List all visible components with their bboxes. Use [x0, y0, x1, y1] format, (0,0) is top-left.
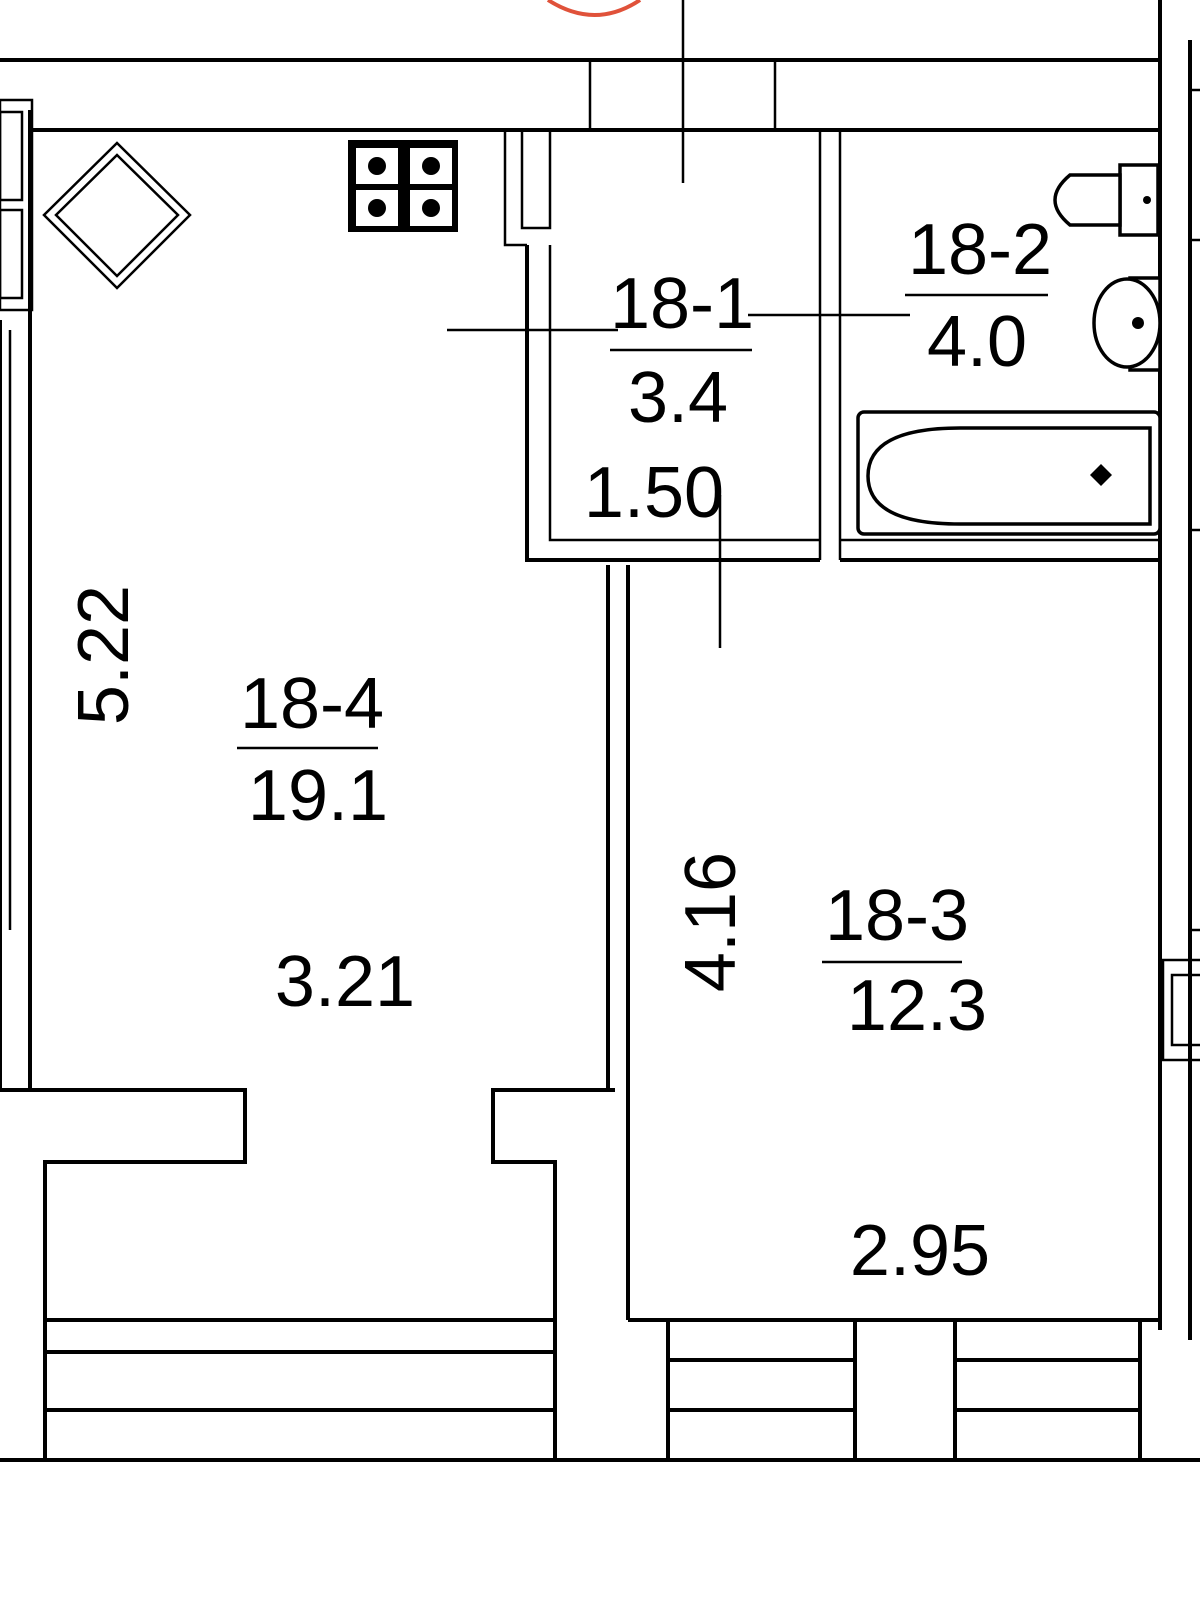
room-18-4-area: 19.1: [248, 756, 388, 836]
corridor-width-dimension: 1.50: [584, 453, 724, 533]
room-18-4-number: 18-4: [240, 664, 384, 744]
bedroom-height-dimension: 4.16: [671, 852, 751, 992]
entrance-marker: [546, 0, 642, 17]
bedroom-width-dimension: 2.95: [850, 1211, 990, 1291]
room-18-2-area: 4.0: [927, 302, 1027, 382]
living-height-dimension: 5.22: [64, 585, 144, 725]
room-18-3-number: 18-3: [825, 876, 969, 956]
room-18-3-area: 12.3: [847, 966, 987, 1046]
stove-icon: [348, 140, 458, 232]
bathtub-icon: [856, 410, 1162, 536]
toilet-icon: [1053, 163, 1160, 237]
axis-lines: [447, 0, 910, 648]
walls: [0, 0, 1200, 1462]
room-18-1-number: 18-1: [610, 264, 754, 344]
room-18-1-area: 3.4: [628, 358, 728, 438]
sink-icon: [1092, 276, 1162, 372]
column-icon: [42, 141, 192, 290]
room-18-2-number: 18-2: [908, 210, 1052, 290]
wall-equipment: [0, 98, 34, 312]
living-width-dimension: 3.21: [275, 942, 415, 1022]
